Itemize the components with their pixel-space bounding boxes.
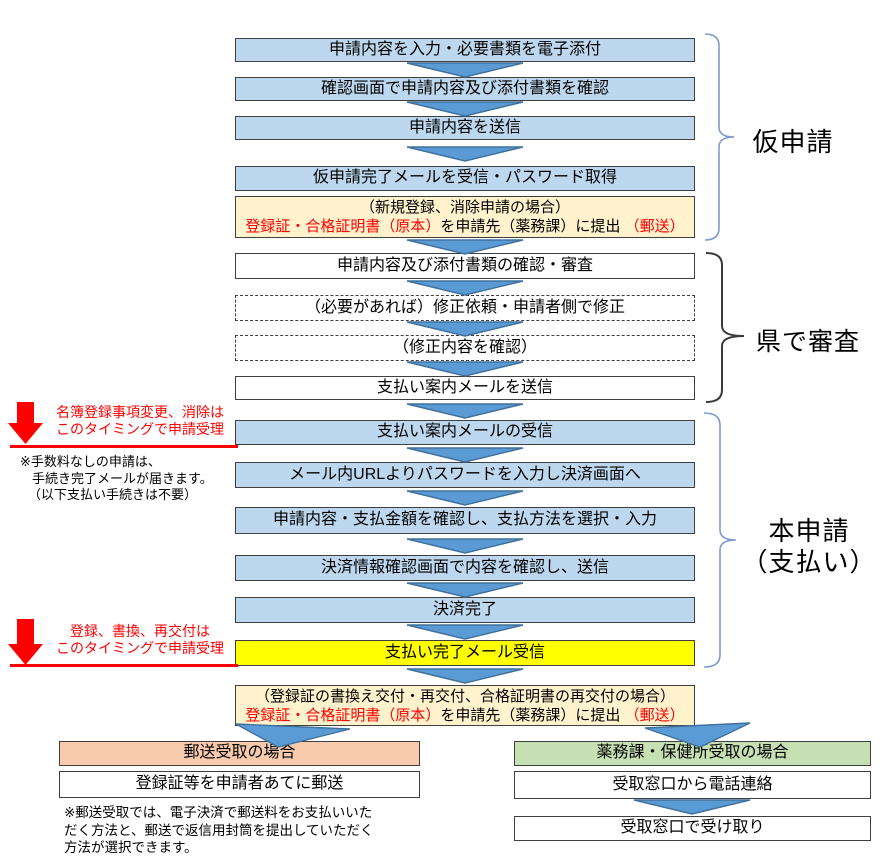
flow-arrow-icon: [406, 668, 524, 684]
flow-arrow-icon: [406, 146, 524, 162]
annotation-change-line2: このタイミングで申請受理: [56, 420, 224, 437]
brace-main-icon: [703, 412, 737, 668]
step-enter-application: 申請内容を入力・必要書類を電子添付: [235, 38, 695, 62]
section-label-main: 本申請 （支払い）: [738, 516, 880, 578]
flow-arrow-icon: [406, 538, 524, 554]
red-arrow-register-icon: [8, 619, 43, 665]
annotation-register-line1: 登録、書換、再交付は: [70, 623, 210, 639]
mail-note-line1: ※郵送受取では、電子決済で郵送料をお支払いいた: [64, 805, 373, 820]
branch-mail-note: ※郵送受取では、電子決済で郵送料をお支払いいた だく方法と、郵送で返信用封筒を提…: [64, 804, 374, 857]
note-bottom-red2: （郵送）: [624, 706, 685, 724]
note-top-red2: （郵送）: [624, 218, 685, 235]
flow-arrow-icon: [406, 447, 524, 463]
step-send-payment-mail: 支払い案内メールを送信: [235, 376, 695, 400]
note-bottom-black: を申請先（薬務課）に提出: [440, 706, 625, 724]
note-top-black: を申請先（薬務課）に提出: [440, 218, 625, 235]
flow-arrow-icon: [633, 799, 751, 815]
annotation-change-timing: 名簿登録事項変更、消除は このタイミングで申請受理: [42, 404, 238, 437]
section-label-provisional: 仮申請: [752, 127, 834, 157]
flow-arrow-icon: [406, 321, 524, 337]
red-arrow-change-icon: [8, 402, 43, 444]
brace-review-icon: [705, 252, 745, 403]
no-fee-line1: ※手数料なしの申請は、: [20, 454, 161, 469]
annotation-register-line2: このタイミングで申請受理: [56, 639, 224, 656]
step-payment-complete: 決済完了: [235, 597, 695, 623]
branch-pickup-header: 薬務課・保健所受取の場合: [514, 741, 871, 766]
flow-arrow-icon: [406, 361, 524, 377]
step-fix-confirm: （修正内容を確認）: [235, 335, 695, 361]
branch-pickup-call: 受取窓口から電話連絡: [514, 771, 871, 799]
annotation-change-underline: [10, 445, 238, 448]
mail-note-line3: 方法が選択できます。: [64, 840, 198, 855]
flow-arrow-icon: [406, 582, 524, 598]
flow-arrow-icon: [406, 239, 524, 255]
note-bottom-line1: （登録証の書換え交付・再交付、合格証明書の再交付の場合）: [254, 687, 675, 705]
flow-arrow-icon: [406, 403, 524, 419]
step-confirm-payment-info: 決済情報確認画面で内容を確認し、送信: [235, 555, 695, 581]
branch-pickup-receive: 受取窓口で受け取り: [514, 816, 871, 841]
note-submit-original-top: （新規登録、消除申請の場合） 登録証・合格証明書（原本）を申請先（薬務課）に提出…: [235, 196, 695, 238]
section-label-review: 県で審査: [755, 328, 860, 356]
no-fee-line3: （以下支払い手続きは不要）: [28, 487, 198, 502]
step-confirm-screen: 確認画面で申請内容及び添付書類を確認: [235, 77, 695, 101]
mail-note-line2: だく方法と、郵送で返信用封筒を提出していただく: [64, 822, 374, 838]
note-submit-original-bottom: （登録証の書換え交付・再交付、合格証明書の再交付の場合） 登録証・合格証明書（原…: [235, 685, 695, 726]
step-review-documents: 申請内容及び添付書類の確認・審査: [235, 253, 695, 279]
annotation-no-fee-note: ※手数料なしの申請は、 手続き完了メールが届きます。 （以下支払い手続きは不要）: [20, 454, 213, 504]
annotation-register-timing: 登録、書換、再交付は このタイミングで申請受理: [42, 623, 238, 656]
step-receive-payment-mail: 支払い案内メールの受信: [235, 420, 695, 445]
step-receive-temp-mail: 仮申請完了メールを受信・パスワード取得: [235, 166, 695, 191]
step-send-application: 申請内容を送信: [235, 116, 695, 140]
annotation-register-underline: [10, 664, 238, 667]
note-bottom-line2: 登録証・合格証明書（原本）を申請先（薬務課）に提出 （郵送）: [245, 706, 684, 725]
step-confirm-amount: 申請内容・支払金額を確認し、支払方法を選択・入力: [235, 507, 695, 534]
branch-mail-header: 郵送受取の場合: [59, 741, 420, 766]
annotation-change-line1: 名簿登録事項変更、消除は: [56, 404, 224, 420]
note-top-line1: （新規登録、消除申請の場合）: [359, 199, 570, 216]
step-url-password: メール内URLよりパスワードを入力し決済画面へ: [235, 462, 695, 488]
note-top-line2: 登録証・合格証明書（原本）を申請先（薬務課）に提出 （郵送）: [245, 217, 684, 236]
flow-arrow-icon: [406, 624, 524, 640]
step-payment-mail-received: 支払い完了メール受信: [235, 640, 695, 666]
section-label-main-line1: 本申請: [768, 516, 850, 546]
flow-arrow-icon: [406, 62, 524, 78]
flow-arrow-icon: [406, 101, 524, 117]
section-label-main-line2: （支払い）: [741, 547, 877, 577]
note-bottom-red1: 登録証・合格証明書（原本）: [245, 706, 441, 724]
flow-arrow-icon: [406, 490, 524, 506]
brace-provisional-icon: [704, 33, 735, 241]
branch-mail-step: 登録証等を申請者あてに郵送: [59, 771, 420, 798]
note-top-red1: 登録証・合格証明書（原本）: [245, 218, 441, 235]
flow-arrow-icon: [406, 280, 524, 296]
step-fix-request: （必要があれば）修正依頼・申請者側で修正: [235, 295, 695, 321]
no-fee-line2: 手続き完了メールが届きます。: [32, 470, 213, 486]
